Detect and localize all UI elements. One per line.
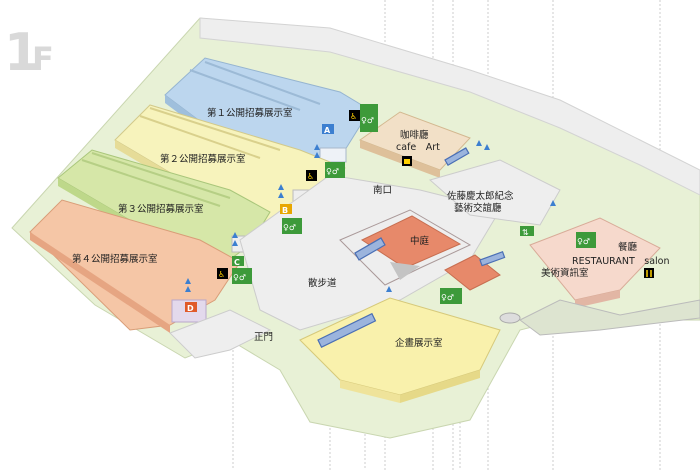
restroom-icon: ♀♂ [576,232,596,248]
gallery-4[interactable] [29,199,241,333]
gallery-marker-c: C [232,256,244,267]
gallery-marker-a: A [322,124,334,135]
gallery-marker-b: B [280,204,292,215]
wheelchair-icon: ♿ [306,170,317,181]
svg-text:♿: ♿ [307,172,314,181]
svg-text:♿: ♿ [218,270,225,279]
svg-text:♀♂: ♀♂ [577,237,590,246]
wheelchair-icon: ♿ [217,268,228,279]
restroom-icon: ♀♂ [440,288,462,304]
svg-text:A: A [324,126,331,135]
east-terrace [519,299,700,336]
restaurant-icon [644,268,654,278]
main-gate-label: 正門 [254,332,273,343]
gallery-marker-d: D [185,302,197,313]
svg-text:♀♂: ♀♂ [283,223,296,232]
svg-text:C: C [234,258,240,267]
wheelchair-icon: ♿ [349,110,360,121]
svg-text:⇅: ⇅ [522,228,529,237]
cafe-art[interactable] [358,111,471,178]
restroom-icon: ♀♂ [360,104,378,132]
restaurant-label-en: RESTAURANT salon [572,256,670,267]
svg-text:♀♂: ♀♂ [361,116,374,125]
gallery-2-label: 第２公開招募展示室 [160,153,246,165]
escalators [317,147,506,348]
cafe-label-en: cafe Art [396,142,440,153]
restroom-icon: ♀♂ [232,268,252,284]
svg-text:♀♂: ♀♂ [233,273,246,282]
svg-text:D: D [187,304,194,313]
back-walkway [199,17,700,196]
courtyard[interactable] [339,209,472,286]
restroom-icon: ♀♂ [325,162,345,178]
cafe-icon [402,156,412,166]
restaurant-salon[interactable] [529,217,661,308]
south-gate-label: 南口 [373,184,392,196]
floor-suffix: F [32,40,54,78]
entrance-walkway [169,309,272,359]
promenade-label: 散步道 [308,277,337,289]
planning-gallery[interactable] [299,297,501,403]
memorial-lounge[interactable] [428,159,561,226]
restaurant-label-jp: 餐廳 [618,241,638,253]
cafe-label-jp: 咖啡廳 [400,129,429,141]
elevator-icon: ⇅ [520,226,534,237]
small-courtyard [444,254,501,291]
gallery-4-label: 第４公開招募展示室 [72,253,158,265]
memorial-label-1: 佐藤慶太郎紀念 [447,190,514,202]
svg-text:♀♂: ♀♂ [326,167,339,176]
courtyard-label: 中庭 [410,235,430,247]
fountain [499,312,521,324]
stairs-arrow-icons [185,140,556,292]
memorial-label-2: 藝術交誼廳 [454,202,502,214]
svg-text:B: B [282,206,288,215]
art-library-label: 美術資訊室 [541,267,589,279]
svg-text:♀♂: ♀♂ [441,293,454,302]
svg-text:♿: ♿ [350,112,357,121]
floor-number: 1 [4,23,40,83]
gallery-3-label: 第３公開招募展示室 [118,203,204,215]
planning-gallery-label: 企畫展示室 [395,337,443,349]
gallery-1-label: 第１公開招募展示室 [207,107,293,119]
restroom-icon: ♀♂ [282,218,302,234]
